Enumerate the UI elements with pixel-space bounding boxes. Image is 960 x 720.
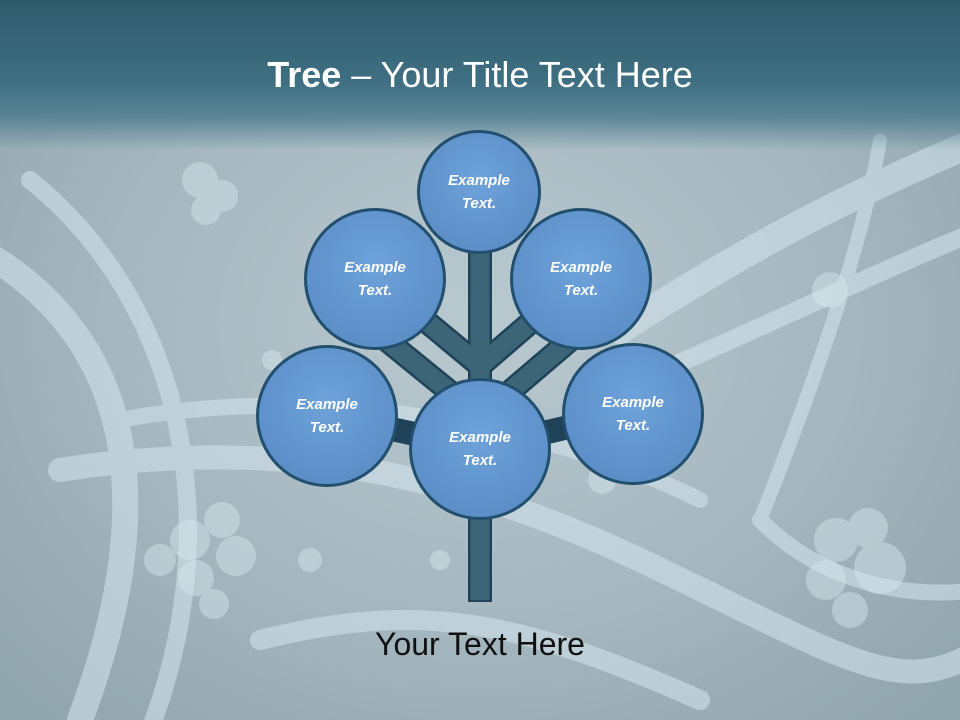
node-text-line1: Example (448, 172, 510, 189)
node-text-line1: Example (602, 394, 664, 411)
node-text-line1: Example (344, 259, 406, 276)
title-band (0, 0, 960, 150)
node-text-line2: Text. (461, 195, 497, 212)
node-text-line2: Text. (309, 419, 345, 436)
node-text-line1: Example (449, 429, 511, 446)
title-text: – Your Title Text Here (341, 54, 693, 95)
slide-title: Tree – Your Title Text Here (0, 52, 960, 98)
node-text-line2: Text. (357, 282, 393, 299)
node-text-line1: Example (550, 259, 612, 276)
title-bold-word: Tree (267, 54, 342, 95)
node-text-line2: Text. (563, 282, 599, 299)
node-text-line1: Example (296, 396, 358, 413)
node-text-line2: Text. (615, 417, 651, 434)
slide-caption: Your Text Here (375, 626, 585, 662)
node-text-line2: Text. (462, 452, 498, 469)
